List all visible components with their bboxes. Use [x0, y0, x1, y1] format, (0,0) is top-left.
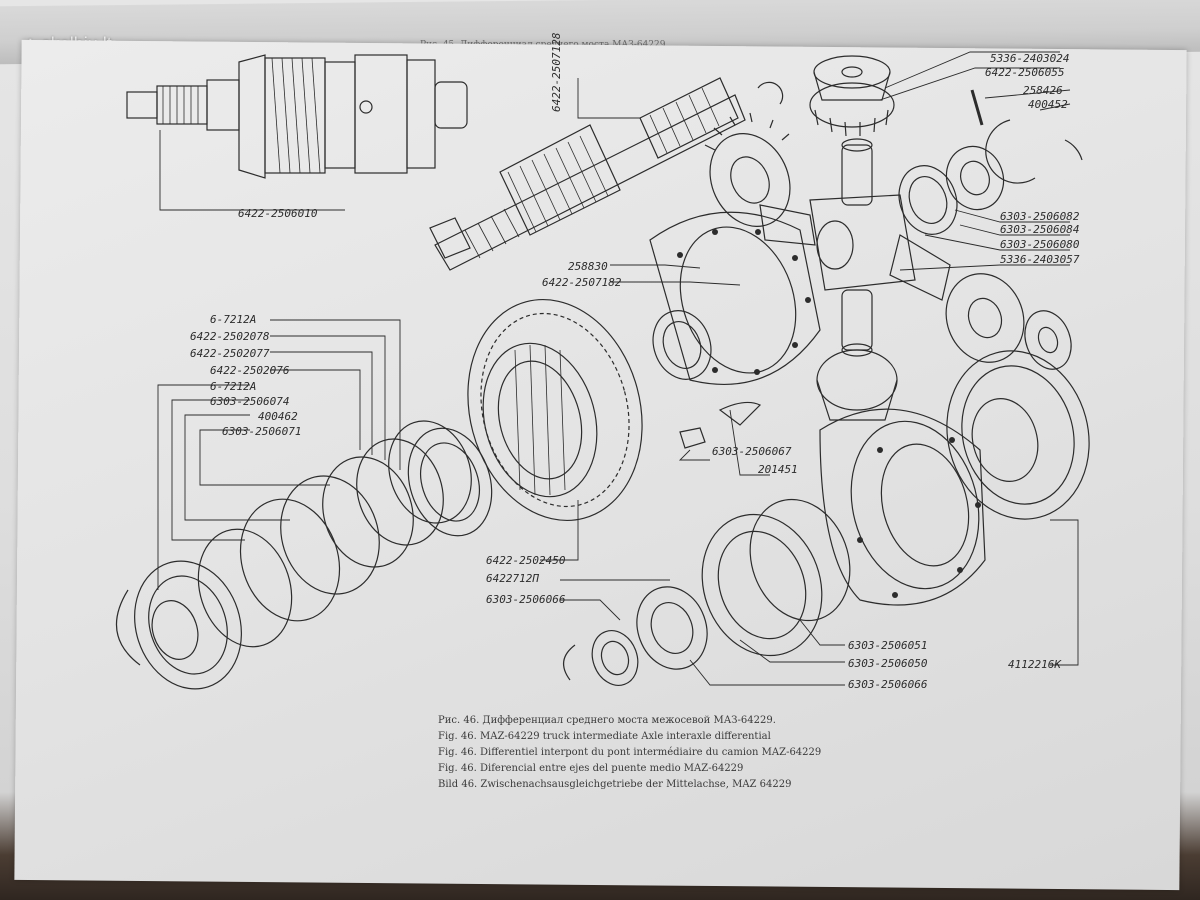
figure-caption-en: Fig. 46. MAZ-64229 truck intermediate Ax…	[438, 731, 771, 742]
thrust-washers-right	[898, 145, 1005, 235]
splined-shaft	[429, 77, 784, 271]
figure-caption-fr: Fig. 46. Differentiel interpont du pont …	[438, 747, 822, 758]
small-bevel-gear-top	[809, 55, 1083, 184]
part-label: 6422-2507128	[550, 32, 563, 112]
part-label: 6-7212А	[210, 313, 256, 326]
part-label: 400462	[258, 410, 298, 423]
part-label: 6422-2502076	[210, 364, 290, 377]
differential-housing-half	[816, 349, 986, 606]
part-label: 258426	[1023, 84, 1063, 97]
part-label: 6303-2506050	[848, 657, 928, 670]
differential-housing-flange	[649, 211, 821, 449]
part-label: 4112216К	[1008, 658, 1062, 671]
differential-spider	[759, 138, 951, 357]
part-label: 5336-2403057	[1000, 253, 1080, 266]
part-label: 6422-2502078	[190, 330, 270, 343]
part-label: 6422-2506010	[238, 207, 318, 220]
part-label: 258830	[568, 260, 608, 273]
part-label: 6303-2506066	[848, 678, 928, 691]
bearing-spring-stack	[115, 420, 493, 690]
right-bearing	[945, 273, 1090, 520]
part-label: 6-7212А	[210, 380, 256, 393]
part-label: 6422-2502450	[486, 554, 566, 567]
part-label: 400452	[1028, 98, 1068, 111]
figure-caption-ru: Рис. 46. Дифференциал среднего моста меж…	[438, 715, 776, 726]
satellite-gear-left	[704, 112, 791, 227]
part-label: 6422-2506055	[985, 66, 1064, 79]
ring-gear	[467, 299, 643, 521]
figure-caption-es: Fig. 46. Diferencial entre ejes del puen…	[438, 763, 744, 774]
part-label: 6422712П	[486, 572, 539, 585]
part-label: 6303-2506084	[1000, 223, 1079, 236]
part-label: 6303-2506051	[848, 639, 927, 652]
figure-caption-de: Bild 46. Zwischenachsausgleichgetriebe d…	[438, 779, 792, 790]
part-label: 6422-2502077	[190, 347, 270, 360]
leader-lines	[157, 51, 1079, 686]
part-label: 6303-2506080	[1000, 238, 1080, 251]
part-label: 5336-2403024	[990, 52, 1069, 65]
part-label: 6303-2506066	[486, 593, 566, 606]
part-label: 6422-2507182	[542, 276, 622, 289]
part-label: 6303-2506067	[712, 445, 792, 458]
part-label: 6303-2506071	[222, 425, 301, 438]
lower-side-gear	[563, 498, 851, 686]
shaft-assembly-drawing	[126, 54, 468, 179]
part-label: 201451	[758, 463, 798, 476]
part-label: 6303-2506074	[210, 395, 289, 408]
part-label: 6303-2506082	[1000, 210, 1080, 223]
